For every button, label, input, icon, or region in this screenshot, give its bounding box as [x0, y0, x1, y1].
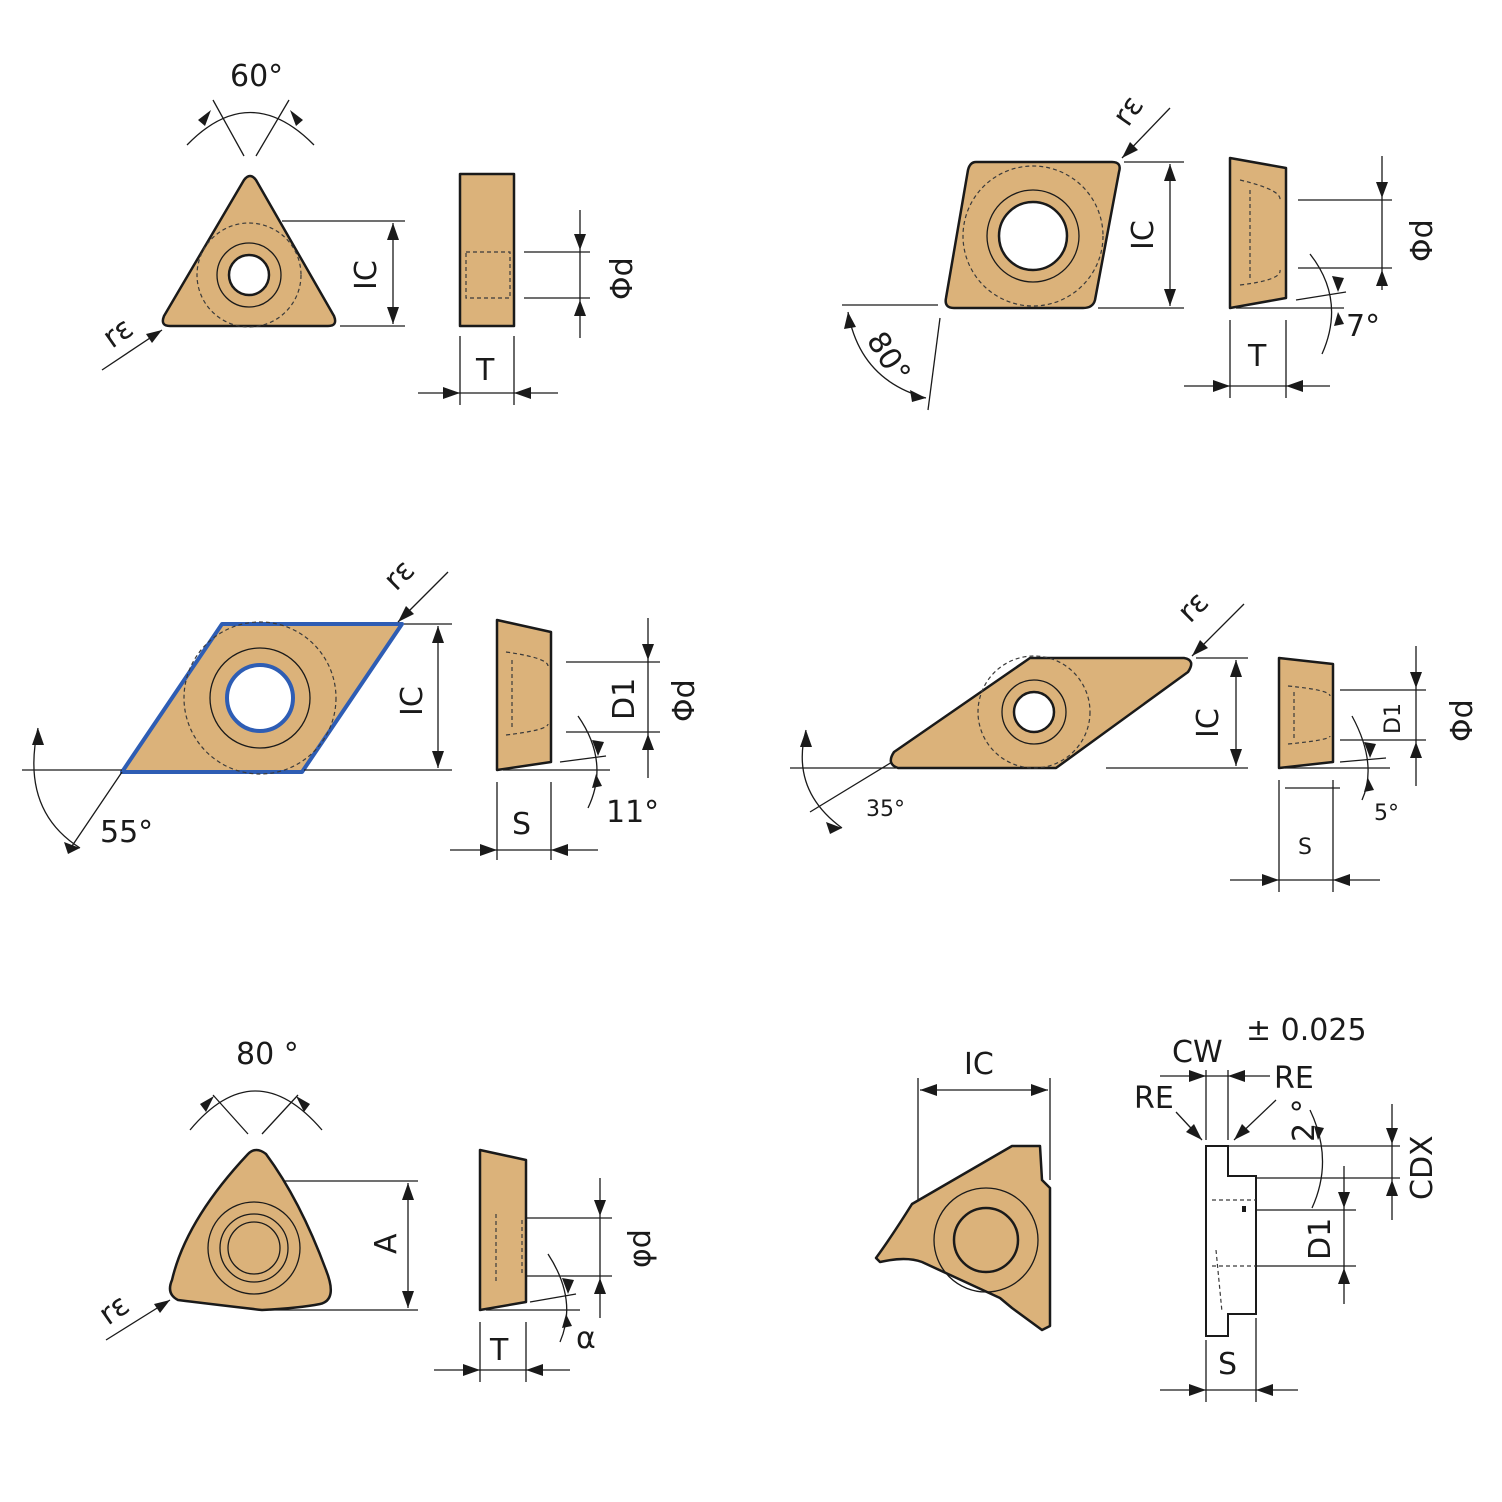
re-left-label: RE: [1134, 1081, 1174, 1116]
insert-rhombic-80: rε IC 80° Φd 7°: [842, 89, 1440, 411]
thickness-label: T: [1247, 339, 1267, 374]
hole-diameter-label: Φd: [1445, 699, 1480, 742]
ic-label: IC: [1191, 708, 1226, 738]
thickness-label: T: [489, 1333, 509, 1368]
inscribed-circle: [183, 621, 337, 775]
ic-label: IC: [964, 1047, 994, 1082]
hole-diameter-label: Φd: [667, 679, 702, 722]
inscribed-circle: [977, 655, 1091, 769]
angle-label: 60°: [230, 59, 283, 94]
ic-label: IC: [1126, 220, 1161, 250]
corner-radius-label: rε: [377, 553, 422, 598]
hole-ring: [986, 189, 1080, 283]
hole-ring: [1001, 679, 1067, 745]
re-right-label: RE: [1274, 1061, 1314, 1096]
side-view: [478, 1148, 528, 1312]
triangle-insert-body: [161, 174, 337, 328]
angle-label: 80°: [859, 326, 917, 390]
mounting-hole: [227, 253, 271, 297]
insert-trigon-80: 80 ° rε A φd α T: [93, 1037, 658, 1382]
side-view: [1228, 156, 1288, 310]
angle-label: 80 °: [236, 1037, 299, 1072]
side-view: [495, 618, 553, 772]
hole-ring: [219, 1213, 289, 1283]
angle-label: 55°: [100, 815, 153, 850]
clearance-angle-label: 5°: [1374, 801, 1399, 826]
mounting-hole: [225, 663, 295, 733]
hole-diameter-label: φd: [623, 1229, 658, 1268]
insert-threading: IC CW ± 0.025 RE RE 2 ° CDX: [874, 1013, 1440, 1402]
insert-triangle-60: 60° rε IC Φd T: [96, 59, 640, 405]
mounting-hole: [997, 200, 1069, 272]
d1-label: D1: [607, 678, 642, 720]
insert-rhombic-35: rε IC 35° D1 Φd 5°: [790, 585, 1480, 892]
hole-diameter-label: Φd: [1405, 219, 1440, 262]
hole-ring: [209, 647, 311, 749]
inscribed-circle: [196, 222, 302, 328]
mounting-hole: [952, 1206, 1020, 1274]
thickness-label: S: [1298, 835, 1312, 860]
hole-diameter-label: Φd: [605, 257, 640, 300]
hole-ring: [216, 242, 282, 308]
angle-label: 2 °: [1287, 1098, 1322, 1142]
side-view: [1277, 656, 1335, 770]
thickness-label: S: [512, 807, 531, 842]
side-view: [458, 172, 516, 328]
corner-radius-label: rε: [1171, 585, 1216, 630]
d1-label: D1: [1303, 1218, 1338, 1260]
inscribed-circle: [933, 1187, 1039, 1293]
clearance-angle-label: 11°: [606, 795, 659, 830]
side-view: [1205, 1145, 1257, 1337]
clearance-angle-label: α: [576, 1321, 596, 1356]
trigon-insert-body: [168, 1148, 333, 1312]
inscribed-circle: [962, 165, 1104, 307]
angle-label: 35°: [866, 797, 905, 822]
ic-label: IC: [349, 260, 384, 290]
cw-label: CW: [1172, 1035, 1223, 1070]
mounting-hole: [227, 1221, 281, 1275]
cdx-label: CDX: [1405, 1135, 1440, 1200]
d1-label: D1: [1381, 703, 1406, 734]
a-label: A: [369, 1233, 404, 1254]
thickness-label: S: [1218, 1347, 1237, 1382]
corner-radius-label: rε: [1106, 89, 1151, 132]
mounting-hole: [1012, 690, 1056, 734]
inscribed-circle: [207, 1201, 301, 1295]
insert-rhombic-55: rε IC 55° D1 Φd 11°: [22, 553, 702, 860]
thickness-label: T: [475, 353, 495, 388]
ic-label: IC: [395, 686, 430, 716]
clearance-angle-label: 7°: [1346, 309, 1380, 344]
tolerance-label: ± 0.025: [1246, 1013, 1367, 1048]
